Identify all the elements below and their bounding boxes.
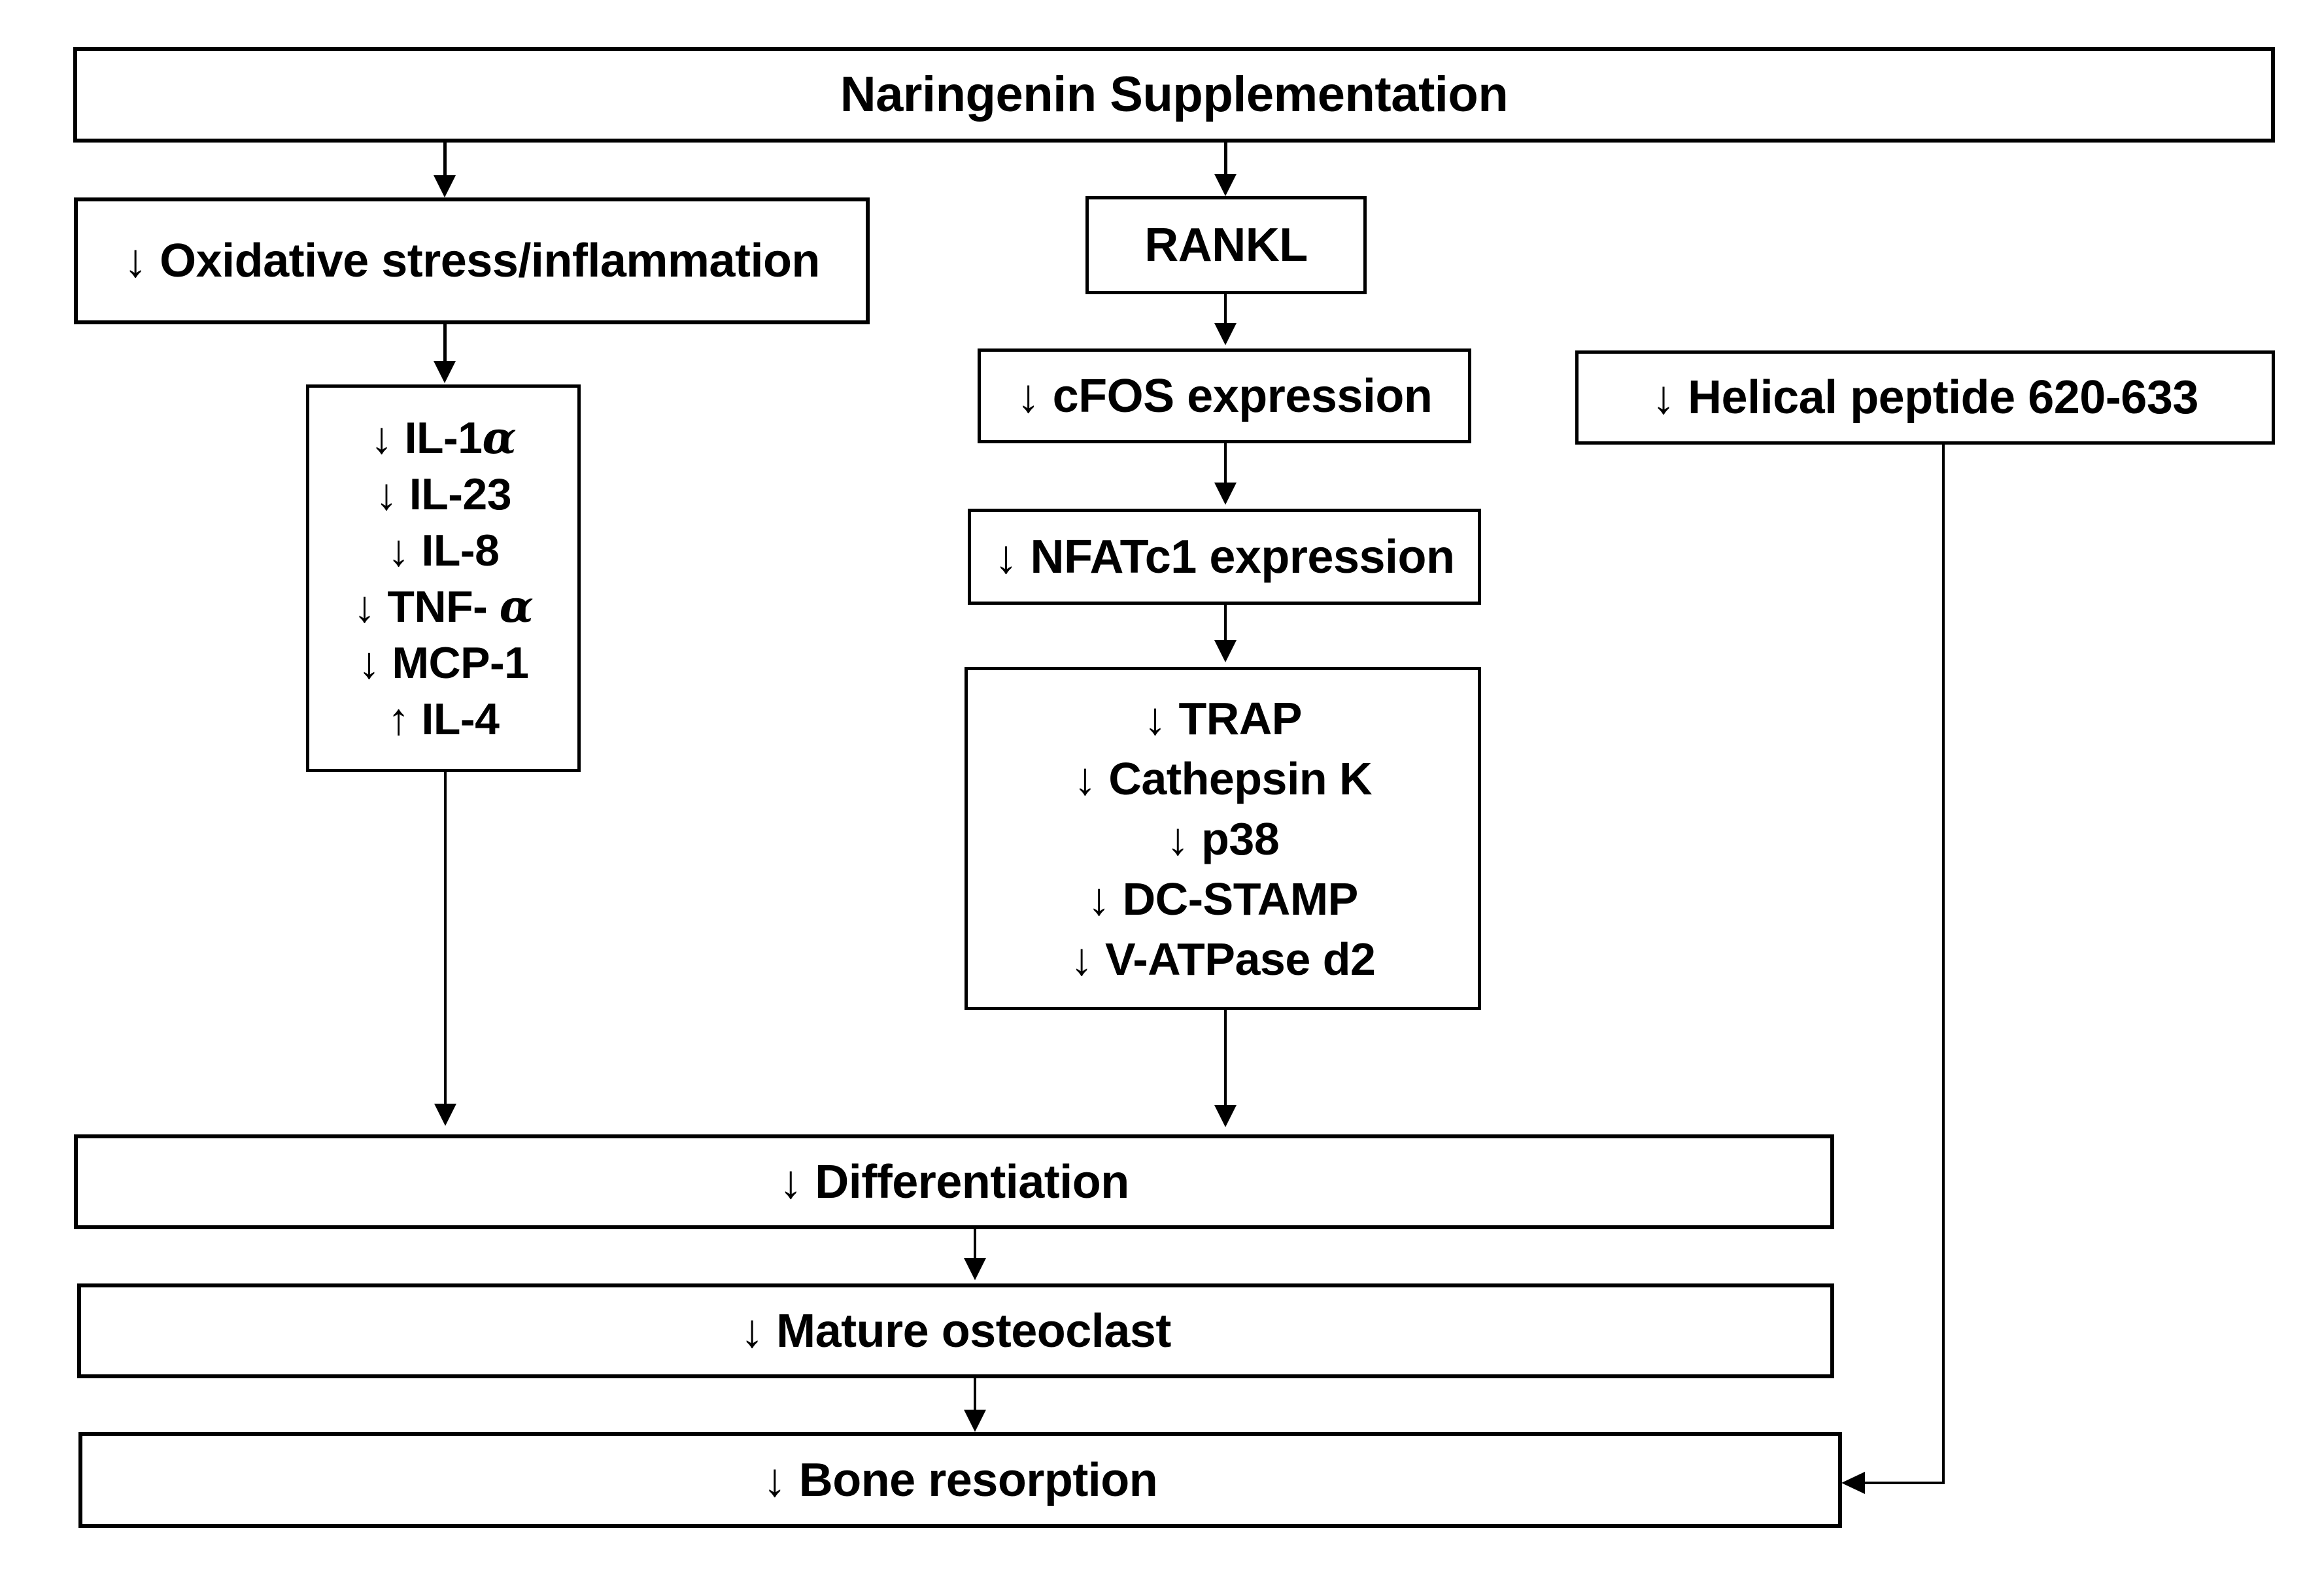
node-mature-osteoclast-label: ↓ Mature osteoclast <box>740 1304 1171 1357</box>
list-item: ↓ MCP-1 <box>358 637 529 688</box>
node-naringenin-supplementation: Naringenin Supplementation <box>73 47 2275 143</box>
node-osteoclast-marker-list: ↓ TRAP ↓ Cathepsin K ↓ p38 ↓ DC-STAMP ↓ … <box>965 667 1481 1010</box>
node-helical-peptide: ↓ Helical peptide 620-633 <box>1575 350 2275 445</box>
node-oxidative-stress: ↓ Oxidative stress/inflammation <box>74 197 870 324</box>
arrowhead-nfatc1-to-markers <box>1214 640 1237 662</box>
edge-mature-osteoclast-to-bone-resorption <box>974 1378 976 1412</box>
arrowhead-oxidative-to-cytokines <box>434 361 456 383</box>
node-differentiation-label: ↓ Differentiation <box>779 1155 1129 1208</box>
list-item: ↑ IL-4 <box>387 694 500 744</box>
node-cytokine-list: ↓ IL-1α ↓ IL-23 ↓ IL-8 ↓ TNF- α ↓ MCP-1 … <box>306 384 581 772</box>
node-bone-resorption-label: ↓ Bone resorption <box>762 1453 1158 1506</box>
edge-oxidative-to-cytokines <box>443 324 447 365</box>
node-nfatc1-label: ↓ NFATc1 expression <box>994 530 1455 583</box>
node-naringenin-label: Naringenin Supplementation <box>840 67 1509 122</box>
edge-naringenin-to-rankl <box>1224 143 1227 180</box>
node-differentiation: ↓ Differentiation <box>74 1134 1834 1229</box>
arrowhead-naringenin-to-oxidative <box>434 175 456 197</box>
edge-helical-to-bone-resorption-vertical <box>1942 445 1945 1484</box>
node-cfos-label: ↓ cFOS expression <box>1016 369 1433 422</box>
list-item: ↓ V-ATPase d2 <box>1070 933 1376 985</box>
arrowhead-differentiation-to-mature-osteoclast <box>964 1258 986 1280</box>
edge-cfos-to-nfatc1 <box>1224 443 1227 484</box>
list-item: ↓ TRAP <box>1143 692 1303 744</box>
node-helical-peptide-label: ↓ Helical peptide 620-633 <box>1652 371 2198 424</box>
list-item: ↓ IL-23 <box>375 469 512 519</box>
edge-markers-to-differentiation <box>1224 1010 1227 1107</box>
arrowhead-naringenin-to-rankl <box>1214 174 1237 196</box>
node-oxidative-label: ↓ Oxidative stress/inflammation <box>124 235 820 287</box>
arrowhead-markers-to-differentiation <box>1214 1105 1237 1127</box>
edge-differentiation-to-mature-osteoclast <box>974 1229 976 1261</box>
list-item: ↓ IL-8 <box>387 525 500 575</box>
arrowhead-cytokines-to-differentiation <box>434 1104 456 1126</box>
node-mature-osteoclast: ↓ Mature osteoclast <box>77 1283 1834 1378</box>
node-nfatc1-expression: ↓ NFATc1 expression <box>968 509 1481 605</box>
list-item: ↓ IL-1α <box>370 411 517 464</box>
edge-nfatc1-to-markers <box>1224 605 1227 641</box>
arrowhead-helical-to-bone-resorption <box>1841 1472 1865 1494</box>
arrowhead-rankl-to-cfos <box>1214 323 1237 345</box>
node-bone-resorption: ↓ Bone resorption <box>78 1432 1842 1528</box>
node-cfos-expression: ↓ cFOS expression <box>978 348 1471 443</box>
edge-naringenin-to-oxidative <box>443 143 447 182</box>
arrowhead-cfos-to-nfatc1 <box>1214 483 1237 505</box>
list-item: ↓ TNF- α <box>353 580 534 633</box>
arrowhead-mature-osteoclast-to-bone-resorption <box>964 1410 986 1432</box>
list-item: ↓ Cathepsin K <box>1073 753 1373 804</box>
list-item: ↓ DC-STAMP <box>1087 873 1358 925</box>
node-rankl: RANKL <box>1085 196 1367 294</box>
list-item: ↓ p38 <box>1166 813 1280 864</box>
node-rankl-label: RANKL <box>1144 219 1308 271</box>
edge-rankl-to-cfos <box>1224 294 1227 326</box>
edge-helical-to-bone-resorption-horizontal <box>1862 1482 1943 1484</box>
edge-cytokines-to-differentiation <box>444 772 447 1106</box>
